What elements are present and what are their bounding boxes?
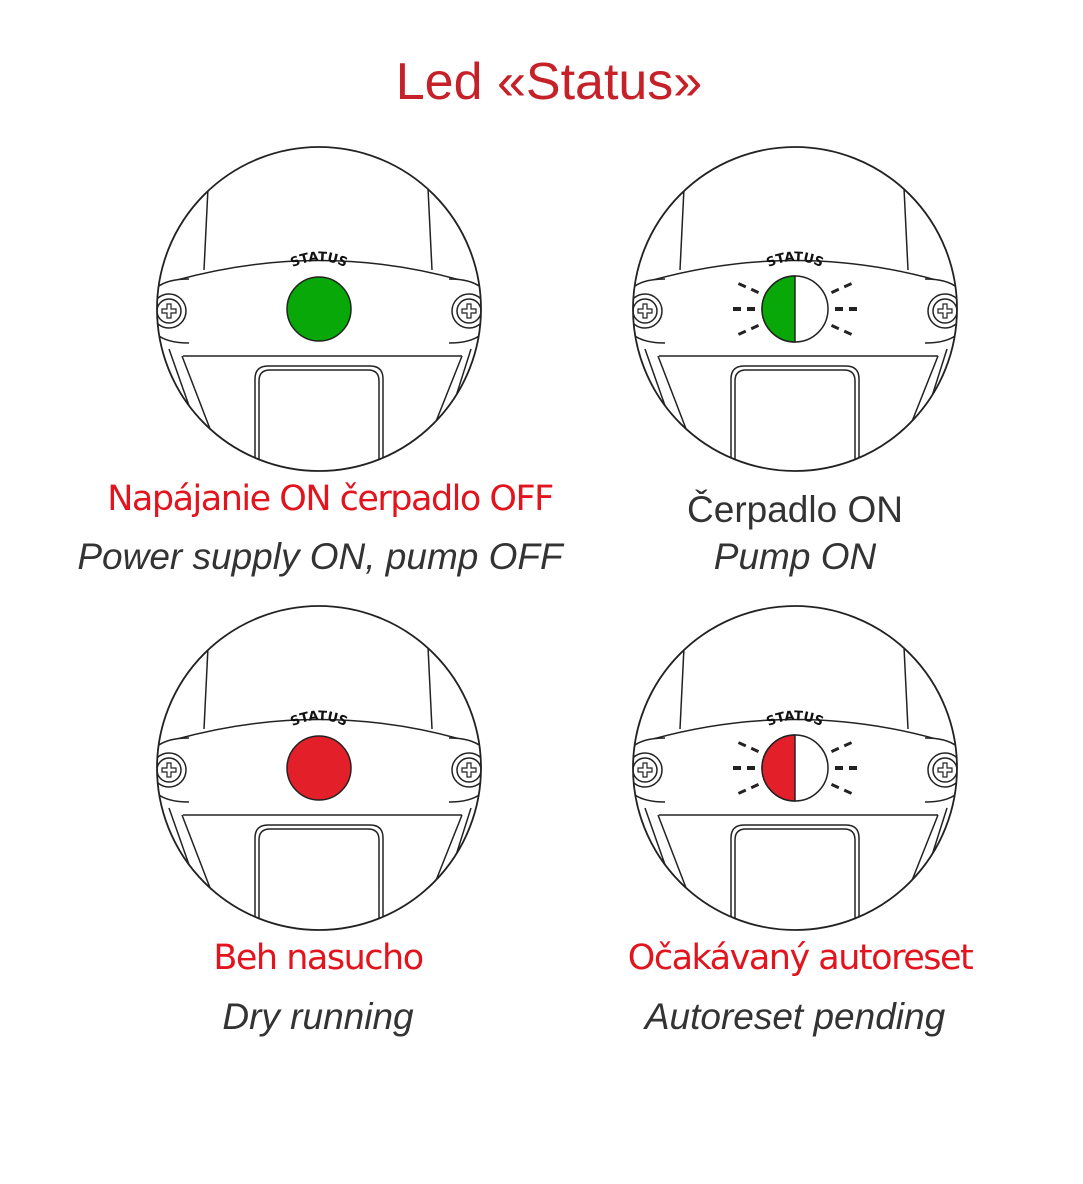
screw-icon bbox=[448, 737, 481, 803]
device-steady-red: STATUS bbox=[156, 605, 482, 931]
label-power-on-sk: Napájanie ON čerpadlo OFF bbox=[107, 479, 554, 519]
device-outline bbox=[156, 146, 482, 472]
status-text: STATUS bbox=[764, 250, 825, 271]
device-outline bbox=[632, 146, 958, 472]
blinking-led bbox=[733, 275, 857, 343]
label-dry-running-en: Dry running bbox=[222, 996, 414, 1037]
status-led bbox=[286, 276, 352, 342]
page-title: Led «Status» bbox=[395, 53, 703, 111]
device-outline bbox=[632, 605, 958, 931]
screw-icon bbox=[157, 737, 190, 803]
label-pump-on-sk: Čerpadlo ON bbox=[687, 489, 903, 530]
label-dry-running-sk: Beh nasucho bbox=[213, 938, 424, 978]
screw-icon bbox=[924, 737, 957, 803]
device-steady-green: STATUS bbox=[156, 146, 482, 472]
screw-icon bbox=[448, 278, 481, 344]
label-autoreset-sk: Očakávaný autoreset bbox=[627, 938, 974, 978]
label-pump-on-en: Pump ON bbox=[713, 536, 877, 577]
screw-icon bbox=[924, 278, 957, 344]
device-outline bbox=[156, 605, 482, 931]
device-blinking-red: STATUS bbox=[632, 605, 958, 931]
label-power-on-en: Power supply ON, pump OFF bbox=[77, 536, 563, 577]
status-text: STATUS bbox=[288, 250, 349, 271]
label-autoreset-en: Autoreset pending bbox=[644, 996, 946, 1037]
status-text: STATUS bbox=[288, 709, 349, 730]
blinking-led bbox=[733, 734, 857, 802]
device-blinking-green: STATUS bbox=[632, 146, 958, 472]
status-led bbox=[286, 735, 352, 801]
screw-icon bbox=[157, 278, 190, 344]
status-text: STATUS bbox=[764, 709, 825, 730]
screw-icon bbox=[633, 737, 666, 803]
screw-icon bbox=[633, 278, 666, 344]
